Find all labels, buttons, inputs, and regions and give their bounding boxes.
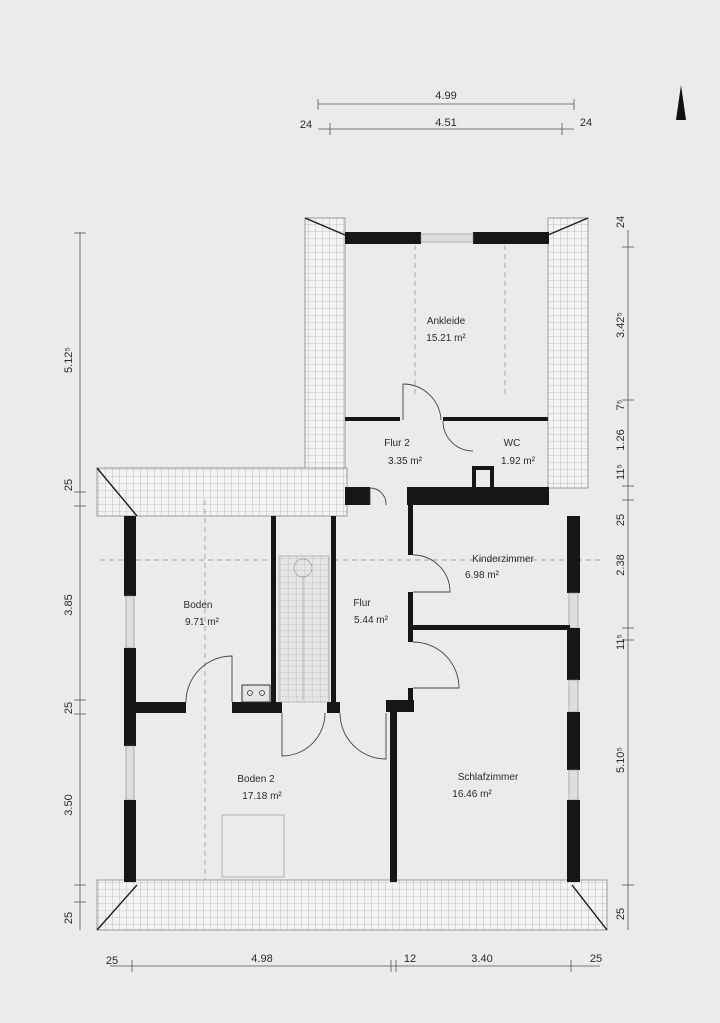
chimney — [241, 684, 271, 703]
walls — [124, 232, 580, 882]
dim-right-ankleide: 3.42⁵ — [615, 312, 627, 338]
room-flur2-name: Flur 2 — [384, 438, 410, 449]
room-wc-area: 1.92 m² — [501, 456, 536, 467]
room-boden2-name: Boden 2 — [237, 774, 275, 785]
dim-bottom-right-wall: 25 — [590, 953, 602, 965]
dim-right-small-2: 11⁵ — [615, 464, 627, 480]
dim-top-overall: 4.99 — [435, 90, 456, 102]
dim-left-upper: 5.12⁵ — [63, 347, 75, 373]
room-ankleide-area: 15.21 m² — [426, 333, 466, 344]
dim-right-small-3: 11⁵ — [615, 634, 627, 650]
room-flur2-area: 3.35 m² — [388, 456, 423, 467]
dim-right-schlaf: 5.10⁵ — [615, 747, 627, 773]
room-flur-area: 5.44 m² — [354, 615, 389, 626]
dim-bottom-left-wall: 25 — [106, 955, 118, 967]
room-kinderzimmer-name: Kinderzimmer — [472, 554, 534, 565]
roof-eaves — [96, 217, 608, 931]
doors — [185, 383, 474, 760]
dim-left-wall-1: 25 — [63, 479, 75, 491]
dim-bottom-mid-wall: 12 — [404, 953, 416, 965]
room-boden-area: 9.71 m² — [185, 617, 220, 628]
room-boden-name: Boden — [184, 600, 213, 611]
roof-hatch — [221, 814, 285, 878]
dim-right-wall-mid: 25 — [615, 514, 627, 526]
room-wc-name: WC — [504, 438, 521, 449]
dim-right-small-1: 7⁵ — [615, 400, 627, 411]
dim-left-wall-3: 25 — [63, 912, 75, 924]
room-ankleide-name: Ankleide — [427, 316, 466, 327]
dimension-lines — [74, 99, 634, 972]
room-flur-name: Flur — [353, 598, 371, 609]
dim-bottom-boden: 4.98 — [251, 953, 272, 965]
dim-bottom-schlaf: 3.40 — [471, 953, 492, 965]
dim-right-kinder: 2.38 — [615, 554, 627, 575]
dim-left-boden: 3.85 — [63, 594, 75, 615]
dim-right-top-wall: 24 — [615, 216, 627, 228]
dim-right-wc: 1.26 — [615, 429, 627, 450]
north-arrow-icon — [676, 85, 686, 120]
dim-top-right-wall: 24 — [580, 117, 592, 129]
room-schlafzimmer-area: 16.46 m² — [452, 789, 492, 800]
room-schlafzimmer-name: Schlafzimmer — [458, 772, 519, 783]
room-kinderzimmer-area: 6.98 m² — [465, 570, 500, 581]
staircase-icon — [278, 555, 330, 703]
dim-left-wall-2: 25 — [63, 702, 75, 714]
dim-right-bottom-wall: 25 — [615, 908, 627, 920]
dim-top-inner: 4.51 — [435, 117, 456, 129]
room-boden2-area: 17.18 m² — [242, 791, 282, 802]
dim-left-boden2: 3.50 — [63, 794, 75, 815]
dim-top-left-wall: 24 — [300, 119, 312, 131]
